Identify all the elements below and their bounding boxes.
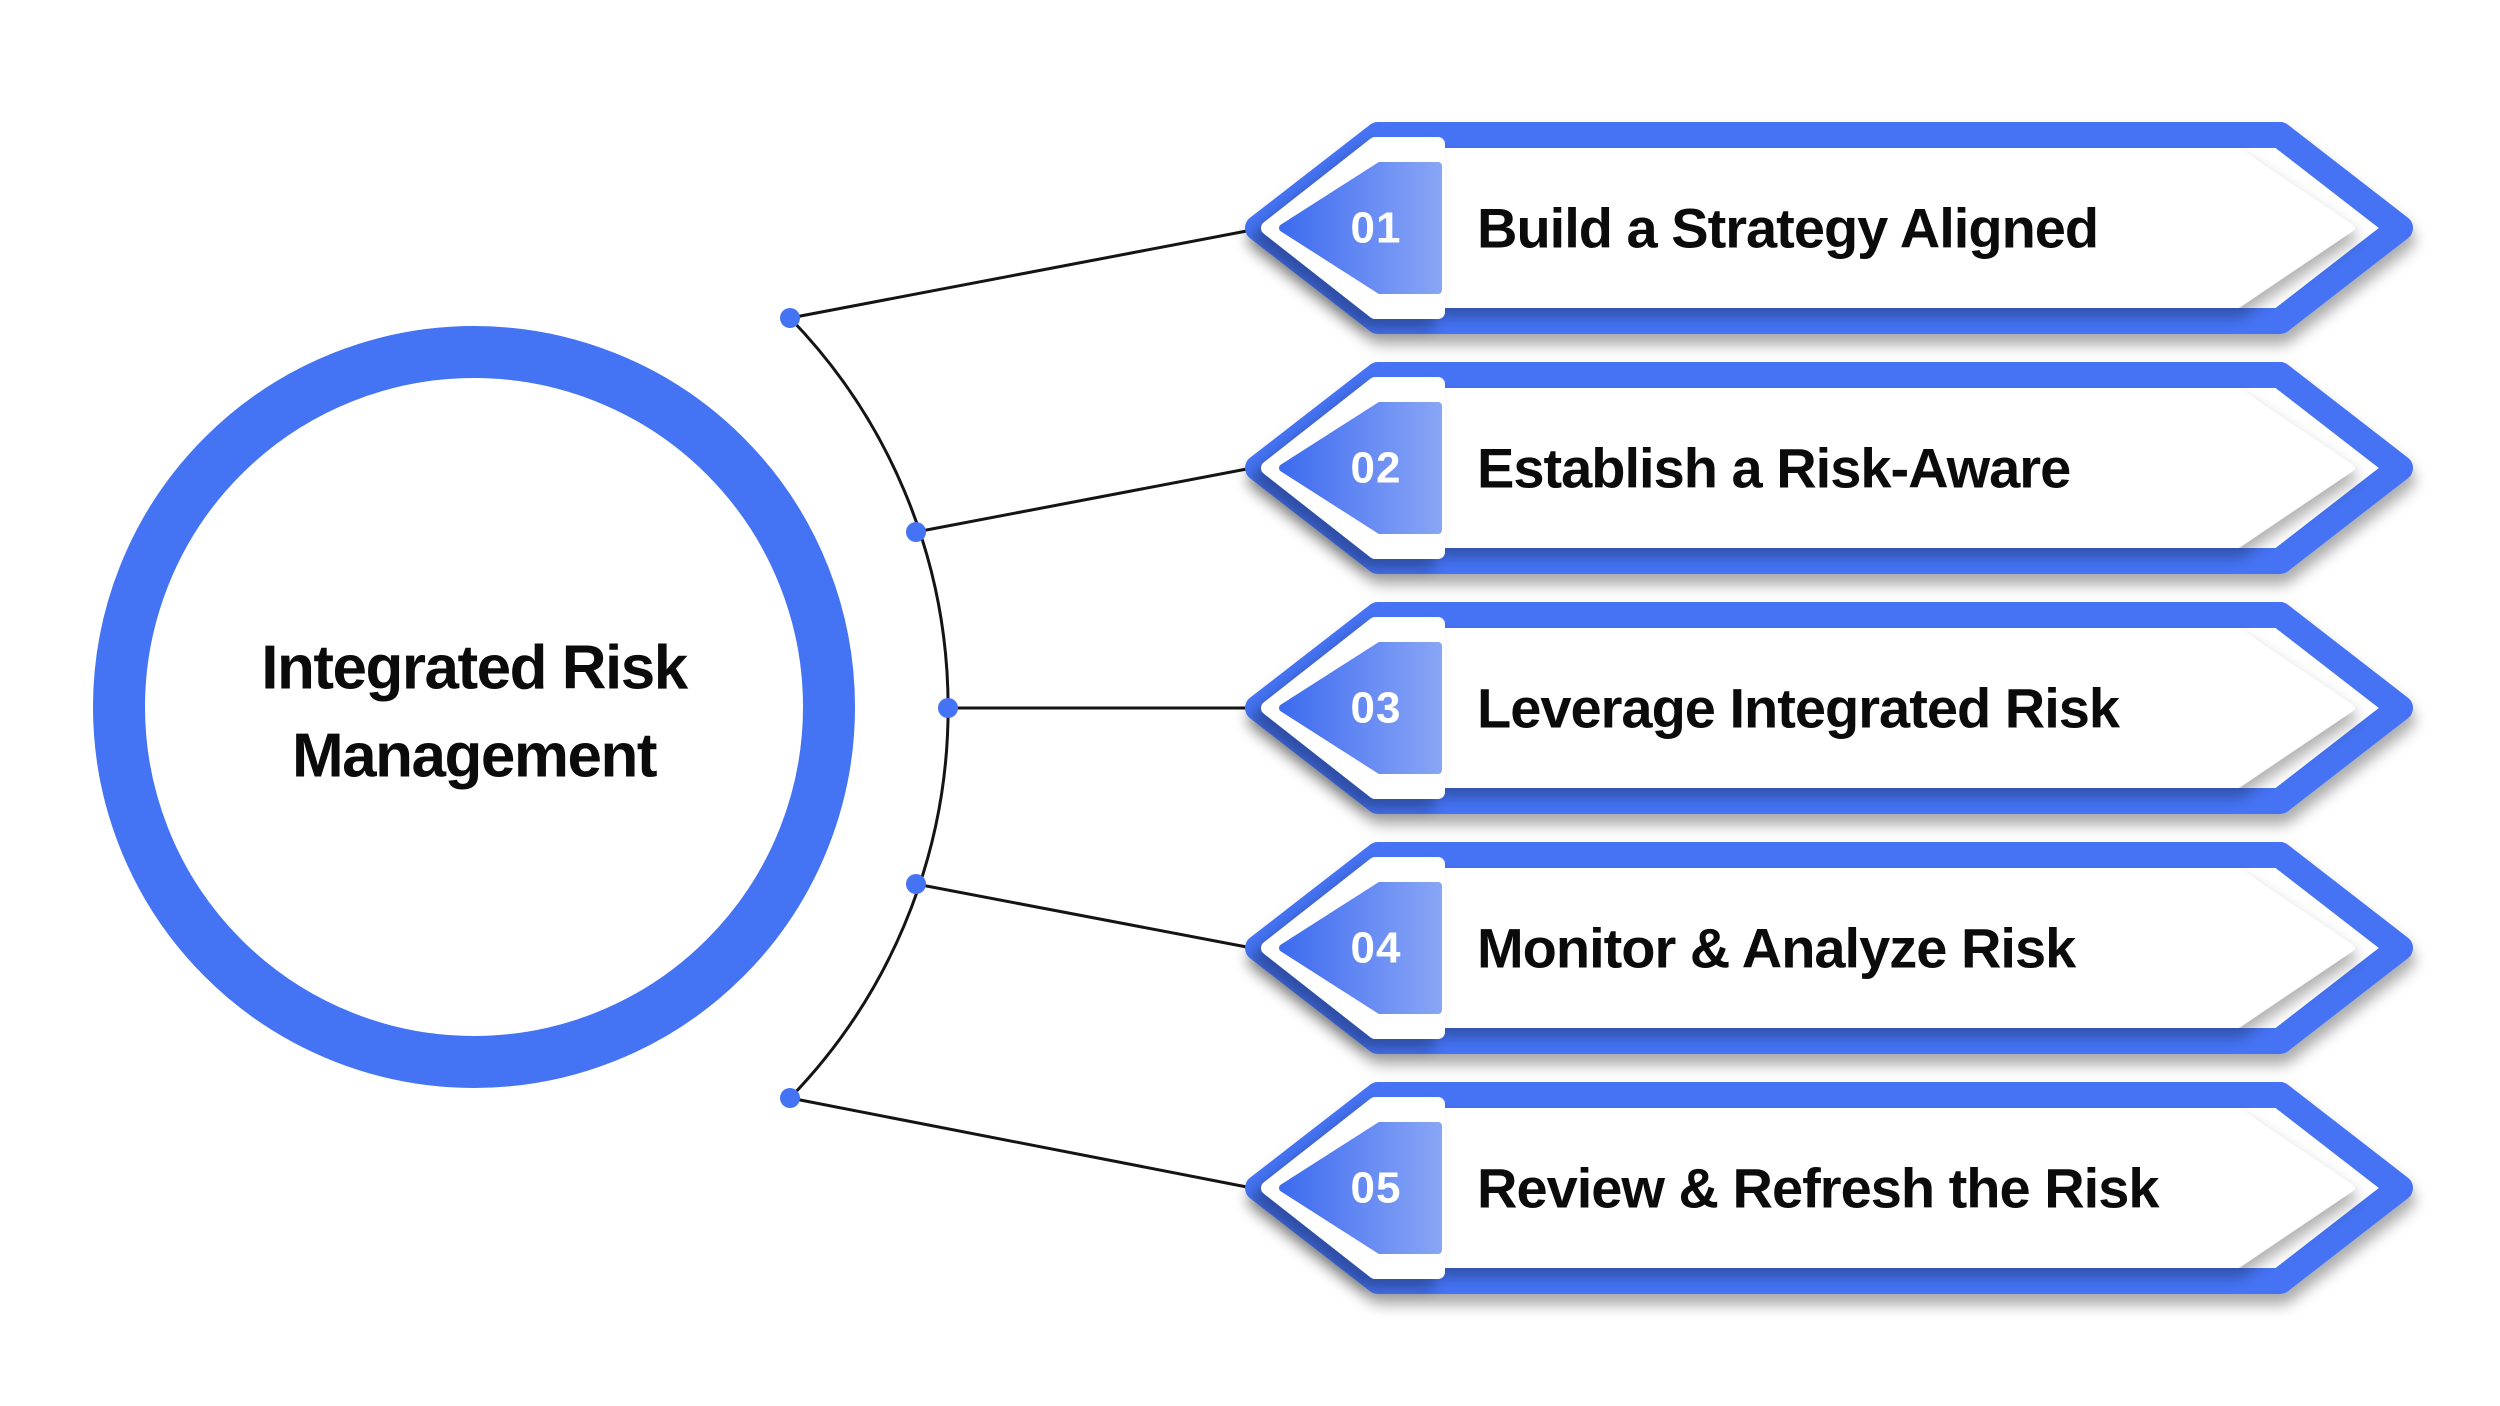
- connector-line-4: [915, 882, 1253, 950]
- center-title-line-1: Integrated Risk: [261, 634, 688, 703]
- connector-dot-4: [906, 874, 926, 894]
- connector-dot-5: [780, 1088, 800, 1108]
- connector-dot-3: [938, 698, 958, 718]
- connector-group: [780, 228, 1253, 1190]
- banner-number: 03: [1351, 684, 1402, 733]
- banner-number-pentagon: [1279, 1122, 1442, 1254]
- connector-dot-1: [780, 308, 800, 328]
- step-banner-4: Monitor & Analyze Risk 04: [1245, 842, 2413, 1054]
- center-node: Integrated Risk Management: [93, 326, 855, 1088]
- connector-line-2: [915, 466, 1253, 534]
- banner-number-pentagon: [1279, 402, 1442, 534]
- connector-dot-2: [906, 522, 926, 542]
- step-banner-1: Build a Strategy Aligned 01: [1245, 122, 2413, 334]
- banner-number-pentagon: [1279, 642, 1442, 774]
- banner-title: Establish a Risk-Aware: [1477, 437, 2070, 500]
- step-banner-5: Review & Refresh the Risk 05: [1245, 1082, 2413, 1294]
- banner-title: Monitor & Analyze Risk: [1477, 917, 2077, 980]
- banner-number: 02: [1351, 444, 1402, 493]
- banner-number-pentagon: [1279, 882, 1442, 1014]
- connector-line-1: [789, 228, 1253, 320]
- banner-title: Review & Refresh the Risk: [1477, 1157, 2160, 1220]
- step-banner-2: Establish a Risk-Aware 02: [1245, 362, 2413, 574]
- step-banner-3: Leverage Integrated Risk 03: [1245, 602, 2413, 814]
- center-title-line-2: Management: [292, 722, 657, 791]
- connector-line-5: [789, 1096, 1253, 1190]
- center-circle-ring: [93, 326, 855, 1088]
- banner-number: 01: [1351, 204, 1402, 253]
- banner-number-pentagon: [1279, 162, 1442, 294]
- banner-title: Build a Strategy Aligned: [1477, 197, 2098, 260]
- banner-title: Leverage Integrated Risk: [1477, 677, 2121, 740]
- banner-number: 05: [1351, 1164, 1402, 1213]
- banner-number: 04: [1351, 924, 1402, 973]
